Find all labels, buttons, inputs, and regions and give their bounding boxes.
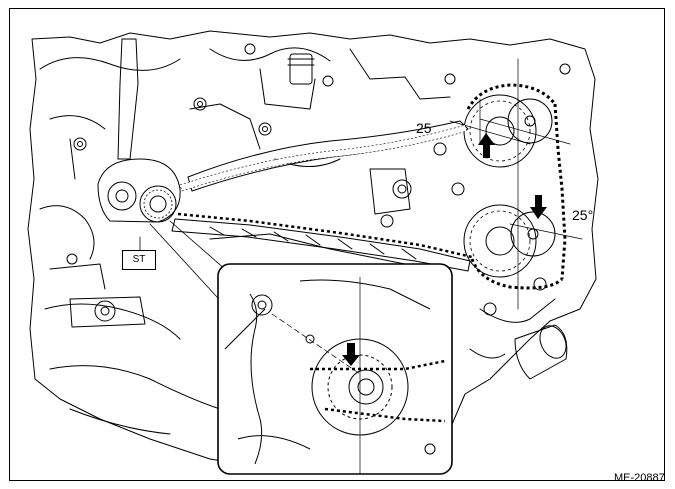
block-detail (39, 57, 181, 71)
bolt (197, 101, 203, 107)
lower-left-bolt (94, 300, 116, 322)
block-detail (49, 365, 221, 410)
bolt (559, 63, 571, 75)
callout-line (149, 223, 229, 310)
special-tool-label: ST (122, 250, 156, 270)
bolt (483, 302, 497, 316)
cam-sprocket-upper-left (463, 94, 537, 168)
block-detail (49, 263, 106, 290)
block-detail (189, 103, 261, 150)
reference-line (479, 118, 571, 145)
block-detail (209, 47, 331, 62)
cam-bolt (524, 115, 536, 127)
tool-handle (117, 38, 139, 160)
bolt (444, 73, 456, 85)
block-detail (259, 68, 316, 110)
block-detail (469, 348, 506, 359)
bolt (380, 214, 394, 228)
bolt (322, 75, 334, 87)
cam-sprocket-upper-right (507, 98, 553, 144)
bolt (533, 277, 547, 291)
block-detail (69, 408, 171, 435)
crank-sprocket-hub (149, 195, 167, 213)
timing-chain (177, 83, 567, 290)
bolt (433, 142, 447, 156)
block-detail (44, 303, 181, 340)
bolt (451, 182, 465, 196)
tool-ring (115, 189, 129, 203)
block-detail (479, 298, 556, 323)
coolant-outlet (514, 324, 568, 380)
plug (289, 53, 313, 85)
figure-frame: 25 25° ST ME-20887 (9, 8, 665, 481)
lower-left-bolt (100, 306, 110, 316)
arrow-down-icon (342, 343, 360, 366)
chain-guide-lower (171, 218, 471, 272)
tool-head (97, 158, 181, 223)
bolt (77, 141, 83, 147)
bolt (397, 184, 407, 194)
plug-hex (287, 58, 315, 66)
cam-sprocket-lower-left-hub (485, 226, 515, 256)
block-detail (369, 168, 411, 215)
detail-inset (217, 263, 453, 475)
bolt (258, 122, 272, 136)
arrow-down-icon (530, 195, 547, 219)
block-detail (69, 138, 76, 180)
figure-code: ME-20887 (614, 472, 665, 481)
bolt (66, 253, 78, 265)
bolt (244, 43, 256, 55)
cam-sprocket-lower-right (510, 211, 556, 257)
engine-block-outline (27, 30, 599, 470)
reference-line (509, 223, 583, 240)
arrow-up-icon (478, 133, 495, 158)
cam-sprocket-lower-left (463, 204, 537, 278)
block-detail (49, 115, 106, 130)
tool-ring (107, 181, 137, 211)
bolt (193, 97, 207, 111)
engine-illustration (27, 30, 599, 475)
guide-lattice (209, 226, 417, 260)
block-detail (209, 233, 431, 270)
lower-left-part (69, 296, 146, 328)
bolt (392, 179, 412, 199)
angle-label-right: 25° (572, 207, 594, 223)
block-detail (349, 48, 451, 100)
angle-label-left: 25 (416, 120, 432, 136)
crank-sprocket (139, 185, 177, 223)
bolt (262, 126, 268, 132)
coolant-outlet-mouth (539, 325, 567, 359)
block-detail (39, 205, 95, 260)
bolt (73, 137, 87, 151)
reference-line (449, 120, 531, 145)
chain-guide-upper (187, 120, 469, 192)
